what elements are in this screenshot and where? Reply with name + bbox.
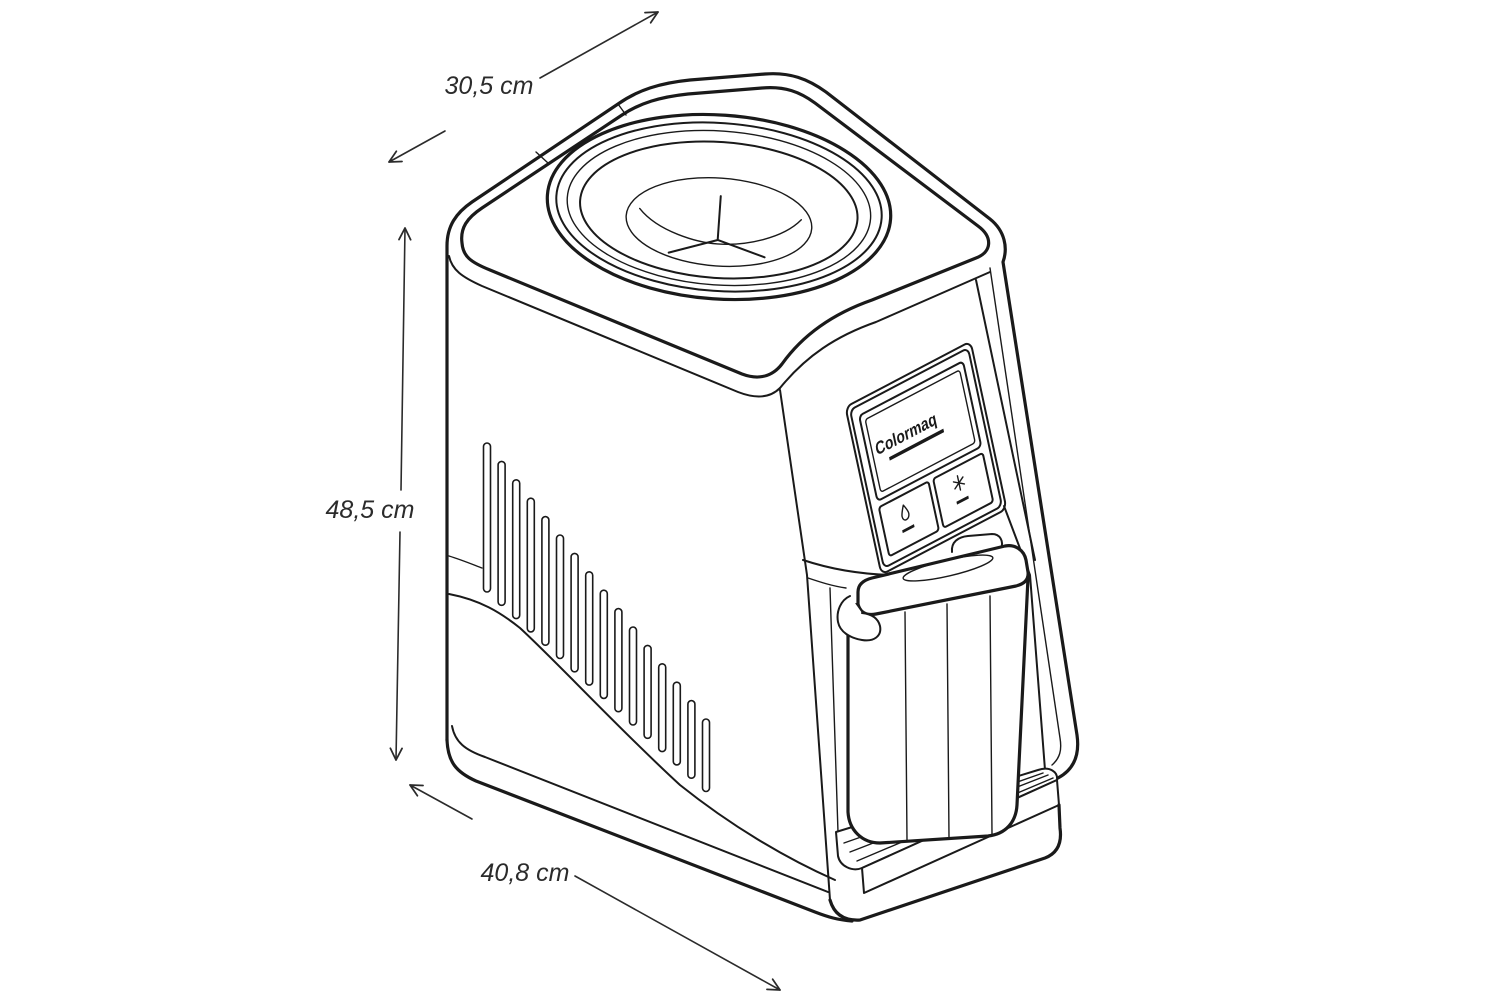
- vent-slot: [599, 589, 609, 700]
- cold-water-button: [933, 453, 993, 528]
- vent-slot: [657, 662, 667, 753]
- vent-slot: [570, 552, 579, 673]
- socket-rim: [579, 140, 859, 280]
- water-dispenser: Colormaq: [445, 72, 1080, 923]
- base-band-line: [451, 725, 829, 893]
- socket-well-floor: [639, 207, 803, 245]
- base-bottom-edge: [445, 738, 854, 923]
- display-bezel: [859, 361, 981, 501]
- front-face-right-edge: [975, 279, 1036, 561]
- valve-divider: [667, 195, 766, 259]
- vent-slot: [614, 607, 623, 713]
- socket-ring-inner: [566, 129, 872, 287]
- vent-slot: [482, 442, 492, 593]
- width-label: 40,8 cm: [481, 859, 570, 887]
- vent-slot: [628, 626, 638, 726]
- side-vent-grille: [482, 442, 711, 793]
- depth-arrow-left: [388, 130, 446, 163]
- control-panel: Colormaq: [845, 341, 1006, 574]
- jug-handle: [836, 595, 882, 642]
- bottle-socket: [545, 112, 893, 302]
- side-sweep-curve: [448, 593, 836, 881]
- vent-slot: [526, 497, 536, 633]
- recess-top-edge: [807, 577, 847, 589]
- width-arrow-right: [574, 875, 781, 991]
- width-arrow-left: [409, 784, 473, 820]
- dimension-annotations: 30,5 cm 48,5 cm 40,8 cm: [326, 11, 781, 991]
- socket-ring-middle: [555, 121, 883, 293]
- vent-slot: [541, 515, 550, 646]
- cold-button-label-mark: [956, 495, 969, 505]
- panel-frame: [850, 348, 1002, 568]
- display-screen: [865, 370, 975, 492]
- vent-slot: [555, 534, 565, 660]
- vent-slot: [584, 570, 594, 686]
- vent-slot: [511, 478, 521, 620]
- jug-facet-lines: [904, 595, 993, 841]
- water-drop-icon: [900, 503, 910, 521]
- height-arrow-bottom: [389, 531, 403, 761]
- right-side-inner-edge: [989, 267, 1062, 766]
- lid-seam-back: [617, 103, 627, 116]
- front-face-top-edge: [779, 271, 991, 389]
- height-arrow-top: [398, 227, 412, 491]
- jug-body: [846, 576, 1030, 845]
- height-label: 48,5 cm: [326, 496, 415, 524]
- vent-slot: [701, 718, 711, 793]
- recess-left-wall: [829, 587, 839, 833]
- brand-tagline-mark: [889, 428, 945, 461]
- water-button-label-mark: [902, 524, 915, 534]
- side-band-line: [448, 555, 483, 569]
- socket-well: [625, 176, 813, 268]
- jug-lid-opening: [902, 554, 994, 582]
- left-shoulder-edge: [448, 255, 781, 398]
- water-jug: [836, 544, 1030, 845]
- lid-seam-left: [535, 151, 549, 164]
- vent-slot: [687, 699, 696, 779]
- vent-slot: [672, 681, 682, 766]
- water-button: [879, 481, 939, 556]
- snowflake-icon: [953, 473, 966, 492]
- depth-arrow-right: [539, 11, 659, 79]
- vent-slot: [497, 460, 506, 607]
- right-pillar-edge: [1003, 505, 1046, 771]
- vent-slot: [643, 644, 652, 740]
- front-face-left-edge: [779, 389, 831, 901]
- base-plinth: [828, 803, 1063, 922]
- depth-label: 30,5 cm: [445, 72, 534, 100]
